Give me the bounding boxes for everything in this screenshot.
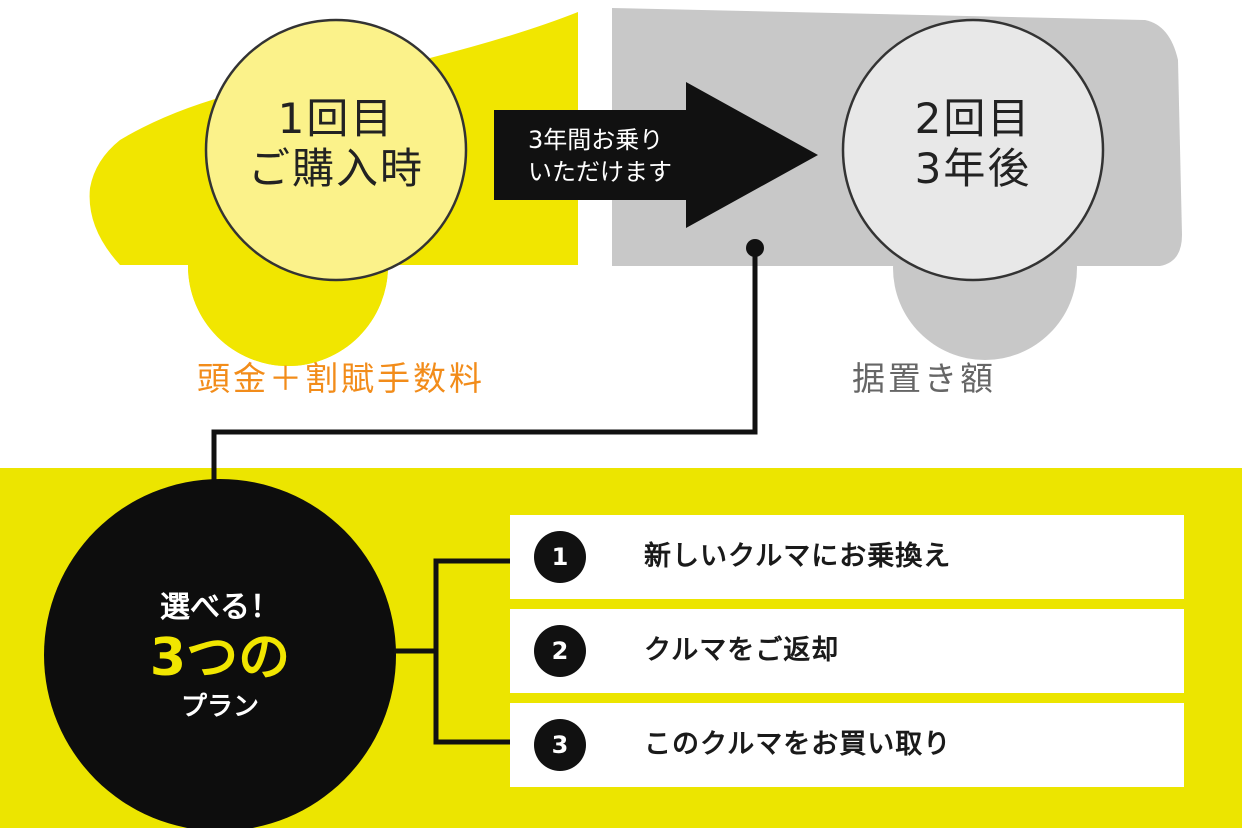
plan-option-2: 2 クルマをご返却 [510,609,1184,693]
arrow-line2: いただけます [528,158,672,186]
stage2-circle [841,18,1105,282]
plan-option-3: 3 このクルマをお買い取り [510,703,1184,787]
plan-label: 新しいクルマにお乗換え [644,541,952,572]
stage2-line1: 2回目 [914,94,1032,143]
left-cost-label: 頭金＋割賦手数料 [197,359,485,398]
stage2-label: 2回目 3年後 [843,94,1103,194]
arrow-line1: 3年間お乗り [528,126,664,154]
plan-label: このクルマをお買い取り [644,729,952,760]
plan-number-badge: 3 [534,719,586,771]
plans-circle [44,479,396,828]
stage1-line1: 1回目 [277,94,395,143]
plans-circle-label: 選べる！ 3つの プラン [44,588,396,726]
arrow-label: 3年間お乗り いただけます [528,124,672,188]
connector-dot [746,239,764,257]
plan-bracket [394,558,510,745]
plan-option-1: 1 新しいクルマにお乗換え [510,515,1184,599]
center-line2: 3つの [149,628,291,688]
right-cost-label: 据置き額 [852,359,996,398]
stage1-line2: ご購入時 [247,144,424,193]
stage2-line2: 3年後 [914,144,1032,193]
plan-label: クルマをご返却 [644,635,840,666]
stage1-circle [204,18,468,282]
period-arrow [494,82,818,228]
plan-number-badge: 1 [534,531,586,583]
plan-number-badge: 2 [534,625,586,677]
center-line3: プラン [180,692,259,722]
connector-line [211,248,758,488]
center-line1: 選べる！ [160,590,280,625]
stage1-label: 1回目 ご購入時 [206,94,466,194]
